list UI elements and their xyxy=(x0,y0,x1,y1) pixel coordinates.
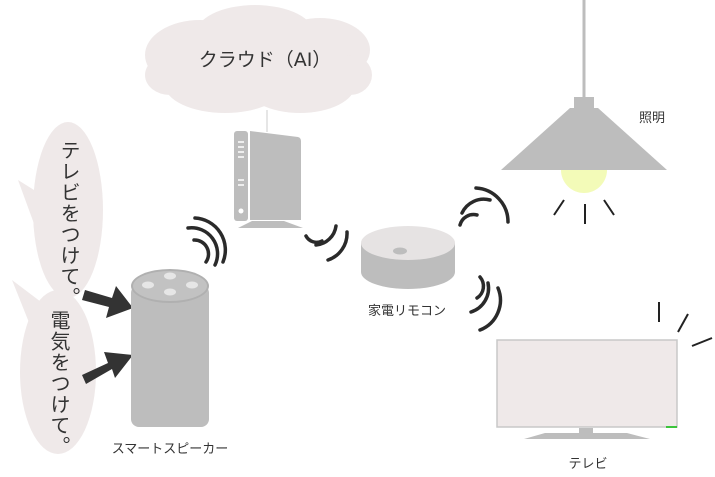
lamp-icon xyxy=(501,0,667,224)
tv-label: テレビ xyxy=(568,457,608,472)
tv-icon xyxy=(496,302,713,439)
remote-label: 家電リモコン xyxy=(367,304,447,319)
cloud-label: クラウド（AI） xyxy=(198,49,332,71)
light-label: 照明 xyxy=(638,111,666,126)
speech-bubble-shapes xyxy=(12,122,103,454)
speaker-label: スマートスピーカー xyxy=(111,442,229,457)
arrow-icons xyxy=(82,286,133,384)
speech-bubble-light: 電気をつけて。 xyxy=(47,310,71,457)
wireless-wave-icons xyxy=(186,186,510,332)
remote-icon xyxy=(361,226,455,289)
speech-bubble-tv: テレビをつけて。 xyxy=(57,140,81,308)
router-icon xyxy=(234,131,303,228)
smart-speaker-icon xyxy=(131,269,209,427)
cloud-shape xyxy=(145,5,372,113)
